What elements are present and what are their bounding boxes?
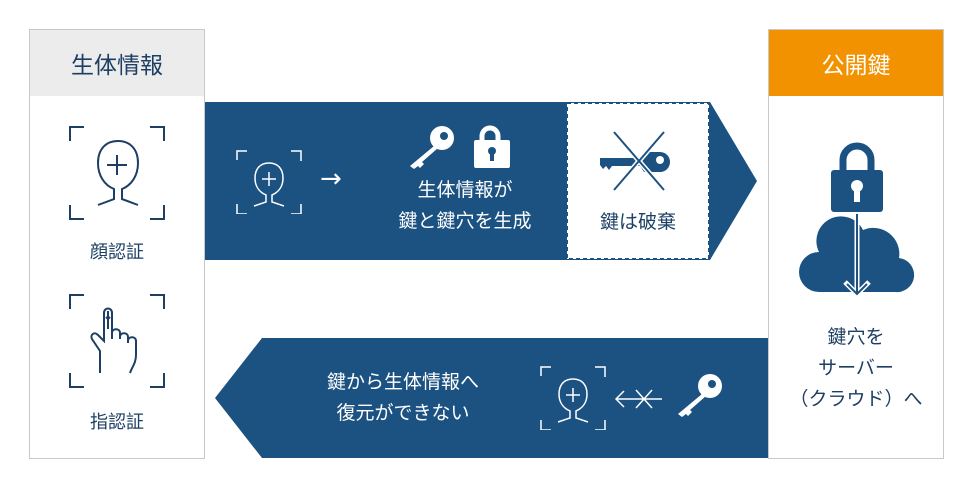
no-restore-text-2: 復元ができない: [336, 402, 470, 424]
face-scan-icon: [69, 126, 165, 220]
public-key-text-3: （クラウド）へ: [789, 388, 923, 410]
generate-arrow-icon: →: [320, 164, 342, 194]
face-auth-label: 顔認証: [90, 242, 144, 263]
face-scan-icon: [236, 150, 302, 214]
public-key-text-2: サーバー: [818, 357, 894, 379]
public-key-title: 公開鍵: [769, 30, 943, 96]
finger-scan-icon: [69, 294, 165, 388]
generate-text-2: 鍵と鍵穴を生成: [398, 210, 532, 232]
no-restore-text-1: 鍵から生体情報へ: [326, 371, 479, 393]
finger-auth-label: 指認証: [90, 412, 144, 433]
public-key-panel: 公開鍵 鍵穴を サーバー （クラウド）へ: [768, 29, 944, 459]
face-scan-icon: [540, 366, 606, 430]
blocked-arrow-icon: [614, 389, 662, 409]
public-key-text-1: 鍵穴を: [827, 326, 885, 348]
discarded-key-icon: [600, 130, 670, 192]
biometric-panel: 生体情報 顔認証 指認証: [29, 29, 205, 459]
discard-text: 鍵は破棄: [599, 211, 676, 233]
discard-box: [566, 102, 710, 260]
key-and-lock-icon: [410, 125, 510, 169]
generate-text-1: 生体情報が: [417, 179, 513, 201]
lock-to-cloud-icon: [799, 142, 915, 298]
bottom-arrow: [215, 338, 768, 458]
biometric-title: 生体情報: [30, 30, 204, 96]
key-icon: [678, 374, 722, 417]
